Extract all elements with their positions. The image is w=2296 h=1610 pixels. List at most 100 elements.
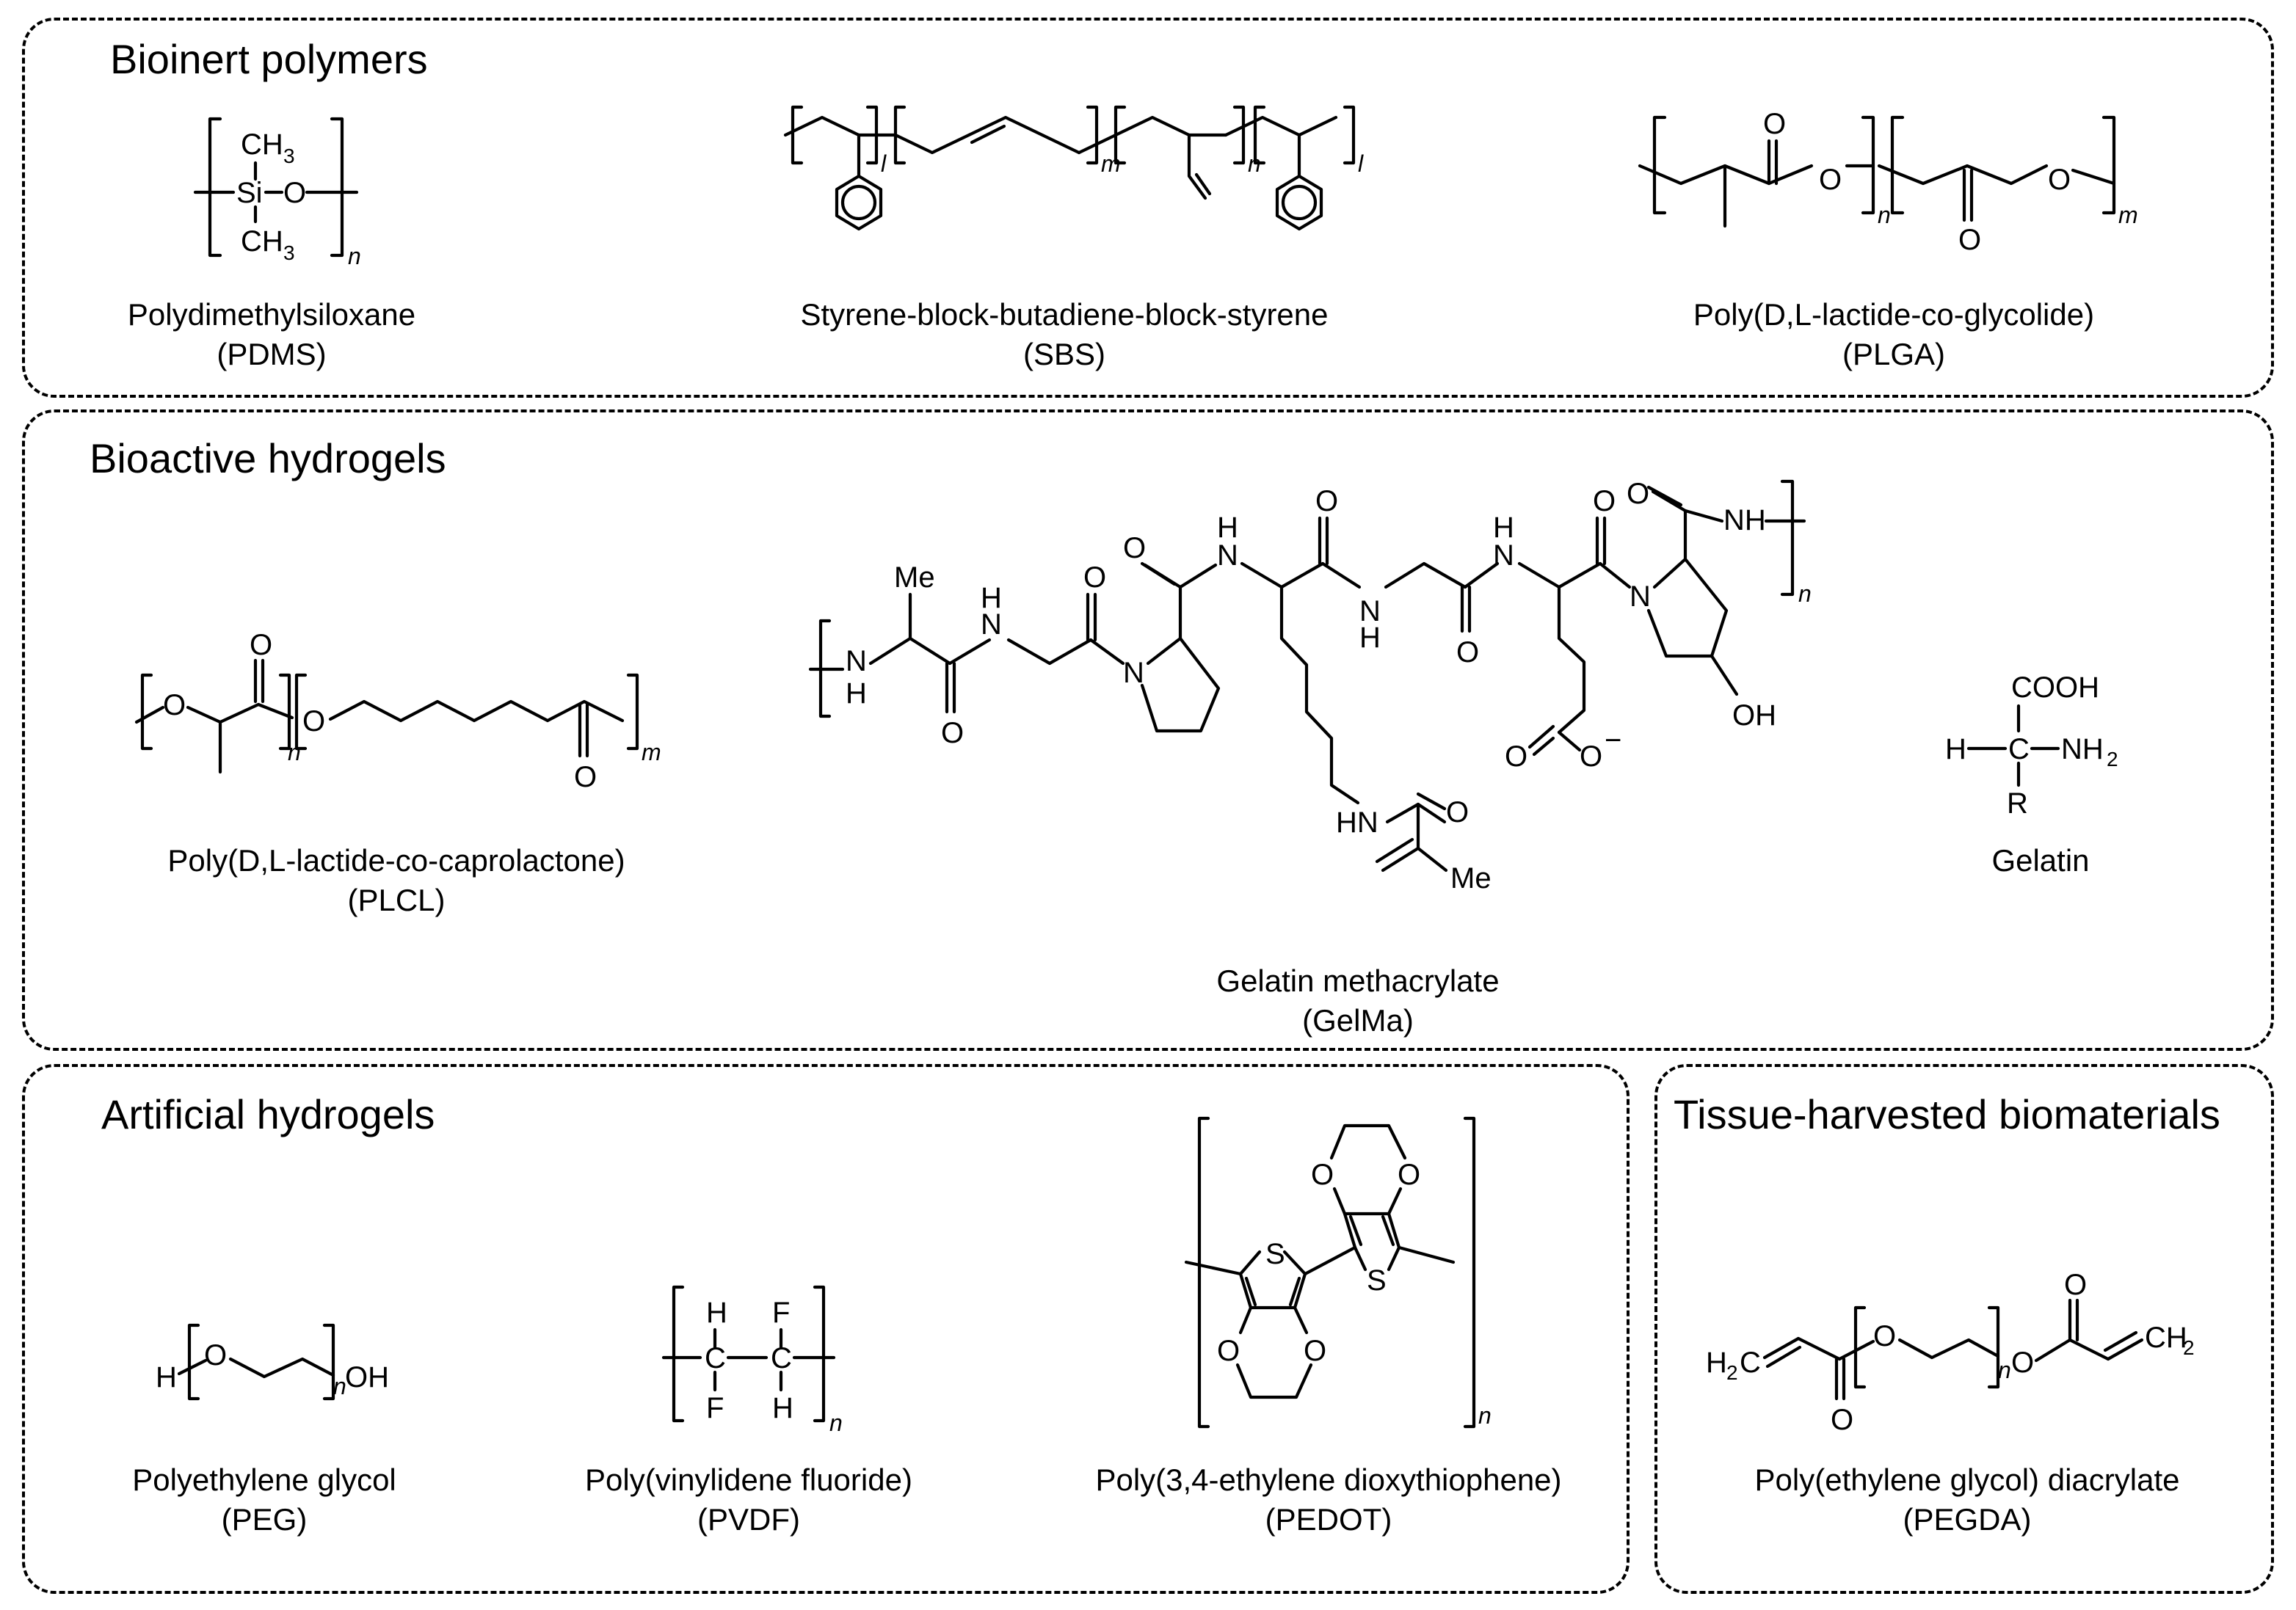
svg-text:2: 2	[2183, 1336, 2195, 1359]
panel-tissue-harvested	[1654, 1064, 2274, 1594]
gelma-n-pro-1: N	[1123, 657, 1144, 689]
svg-text:H: H	[981, 582, 1002, 614]
pegda-caption: Poly(ethylene glycol) diacrylate (PEGDA)	[1754, 1463, 2180, 1537]
pedot-s-1: S	[1265, 1238, 1285, 1270]
pegda-carbonyl-o-2: O	[2064, 1269, 2087, 1301]
panel-bioinert-polymers	[22, 18, 2274, 398]
pvdf-subscript-n: n	[829, 1410, 843, 1436]
gelma-nh-2: N	[981, 608, 1002, 641]
pvdf-h-bottom: H	[772, 1392, 793, 1424]
gelma-carbonyl-o-2: O	[1083, 561, 1106, 594]
gelma-carbonyl-o-5: O	[1446, 796, 1469, 828]
pegda-ester-o: O	[2011, 1347, 2034, 1379]
pdms-si-atom: Si	[236, 177, 263, 209]
gelma-me-2: Me	[1450, 862, 1492, 895]
panel-title-artificial: Artificial hydrogels	[101, 1091, 435, 1137]
gelatin-r: R	[2007, 787, 2028, 820]
pedot-o-1: O	[1217, 1335, 1240, 1367]
gelma-n-pro-2: N	[1630, 580, 1651, 613]
svg-text:H: H	[1359, 622, 1381, 654]
pegda-h2c: H	[1706, 1347, 1727, 1379]
pvdf-f-bottom: F	[706, 1392, 724, 1424]
gelma-carboxylate-o-2: O	[1580, 740, 1602, 773]
pedot-caption: Poly(3,4-ethylene dioxythiophene) (PEDOT…	[1095, 1463, 1562, 1537]
pvdf-c-1: C	[705, 1342, 726, 1374]
sbs-structure: l m n l	[783, 105, 1364, 231]
plcl-subscript-n: n	[288, 739, 301, 765]
pvdf-c-2: C	[771, 1342, 792, 1374]
plga-carbonyl-o-1: O	[1763, 108, 1786, 140]
pdms-caption: Polydimethylsiloxane (PDMS)	[127, 297, 416, 371]
sbs-subscript-l-2: l	[1358, 150, 1364, 177]
panel-title-bioactive: Bioactive hydrogels	[90, 435, 446, 481]
gelma-carbonyl-o-8: O	[1627, 478, 1649, 510]
plga-subscript-n: n	[1878, 202, 1891, 228]
gelma-structure: N H Me O N H O N O N H O HN O Me N H O N…	[808, 478, 1812, 895]
pedot-o-4: O	[1398, 1159, 1420, 1191]
plcl-carbonyl-o-2: O	[574, 761, 597, 793]
gelma-charge-minus: −	[1605, 724, 1621, 757]
plga-ester-o-2: O	[2048, 164, 2071, 196]
pedot-o-3: O	[1311, 1159, 1334, 1191]
gelma-carbonyl-o-3: O	[1123, 532, 1146, 564]
gelatin-c: C	[2008, 733, 2030, 765]
pdms-ch3-top: CH	[241, 128, 283, 161]
sbs-subscript-l-1: l	[881, 150, 887, 177]
panel-bioactive-hydrogels	[22, 409, 2274, 1051]
pedot-structure: n S O O S O O	[1184, 1116, 1492, 1429]
gelatin-caption: Gelatin	[1991, 843, 2090, 878]
gelma-carbonyl-o-7: O	[1593, 485, 1616, 517]
gelma-carbonyl-o-4: O	[1315, 485, 1338, 517]
pedot-s-2: S	[1367, 1264, 1387, 1297]
pdms-subscript-n: n	[348, 243, 361, 269]
gelma-carbonyl-o-1: O	[941, 717, 964, 749]
panel-title-tissue: Tissue-harvested biomaterials	[1674, 1091, 2220, 1137]
gelma-hn-lys: HN	[1336, 806, 1378, 839]
pegda-ether-o: O	[1873, 1320, 1896, 1352]
plga-structure: O O n O O m	[1638, 108, 2138, 256]
panel-artificial-hydrogels	[22, 1064, 1630, 1594]
plga-caption: Poly(D,L-lactide-co-glycolide) (PLGA)	[1693, 297, 2095, 371]
peg-subscript-n: n	[333, 1373, 346, 1399]
pegda-subscript-n: n	[1998, 1357, 2011, 1383]
plga-subscript-m: m	[2118, 202, 2138, 228]
plcl-structure: O O n O O m	[134, 629, 661, 793]
gelma-nh-4: N	[1359, 595, 1381, 627]
pedot-subscript-n: n	[1478, 1402, 1492, 1429]
svg-text:3: 3	[283, 145, 295, 167]
peg-h: H	[156, 1361, 177, 1394]
pegda-structure: H 2 C O O n O O CH 2	[1706, 1269, 2195, 1436]
gelma-nh-1: N	[846, 645, 867, 677]
gelma-caption: Gelatin methacrylate (GelMa)	[1216, 964, 1500, 1038]
gelatin-structure: COOH H C NH 2 R	[1945, 671, 2118, 820]
svg-text:2: 2	[2107, 748, 2118, 771]
gelma-subscript-n: n	[1798, 580, 1812, 607]
plcl-carbonyl-o-1: O	[250, 629, 272, 661]
pegda-carbonyl-o-1: O	[1831, 1404, 1853, 1436]
gelatin-nh2: NH	[2061, 733, 2104, 765]
plga-ester-o-1: O	[1819, 164, 1842, 196]
gelatin-h: H	[1945, 733, 1966, 765]
gelma-nh-3: N	[1217, 539, 1238, 572]
peg-structure: H O n OH	[156, 1323, 389, 1401]
gelma-nh-5: N	[1493, 539, 1514, 572]
gelma-me-1: Me	[894, 561, 935, 594]
pdms-o-atom: O	[283, 177, 306, 209]
sbs-caption: Styrene-block-butadiene-block-styrene (S…	[800, 297, 1329, 371]
gelma-carboxylate-o-1: O	[1505, 740, 1527, 773]
plcl-subscript-m: m	[642, 739, 661, 765]
pdms-ch3-bottom: CH	[241, 225, 283, 258]
svg-text:H: H	[1217, 511, 1238, 544]
svg-text:2: 2	[1726, 1361, 1738, 1384]
pdms-structure: CH 3 Si O CH 3 n	[193, 117, 361, 269]
pvdf-caption: Poly(vinylidene fluoride) (PVDF)	[585, 1463, 912, 1537]
plga-carbonyl-o-2: O	[1958, 224, 1981, 256]
pegda-ch2: CH	[2145, 1322, 2187, 1354]
peg-caption: Polyethylene glycol (PEG)	[132, 1463, 396, 1537]
panel-title-bioinert: Bioinert polymers	[110, 36, 428, 82]
plcl-o-2: O	[302, 705, 325, 737]
svg-text:C: C	[1740, 1347, 1761, 1379]
pvdf-structure: H F C C F H n	[661, 1285, 843, 1436]
peg-oh: OH	[345, 1361, 389, 1394]
gelma-nh-6: NH	[1723, 504, 1766, 536]
